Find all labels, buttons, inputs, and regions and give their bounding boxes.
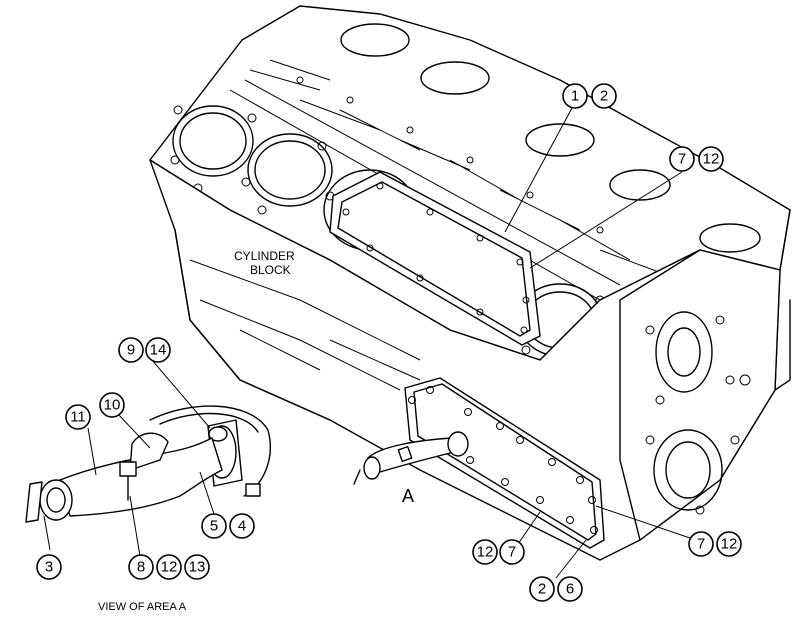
lower-side-cover [404,377,605,549]
callout-7-right: 7 [688,531,714,557]
callout-5-text: 5 [210,518,218,535]
callout-12-top: 12 [698,146,724,172]
callout-12-bottom: 12 [472,539,498,565]
callout-2-top: 2 [591,83,617,109]
callout-2-bottom-text: 2 [538,581,546,598]
callout-14: 14 [145,337,171,363]
callout-7-top: 7 [669,146,695,172]
side-cover-plate [329,171,541,346]
callout-1: 1 [562,83,588,109]
callout-11-text: 11 [70,409,86,426]
callout-7-bottom-text: 7 [508,544,516,561]
callout-12-bottom-text: 12 [477,544,494,561]
callout-12-top-text: 12 [703,151,720,168]
callout-13-text: 13 [189,559,206,576]
callout-12-detail-text: 12 [161,559,178,576]
cylinder-block-label-line1: CYLINDER [234,249,295,263]
callout-4: 4 [229,513,255,539]
area-a-label: A [402,486,414,506]
area-a-detail-view [25,405,272,523]
callout-9-text: 9 [127,342,135,359]
callout-3: 3 [36,554,62,580]
area-a-fitting [353,431,469,485]
callout-2-bottom: 2 [529,576,555,602]
callout-7-bottom: 7 [499,539,525,565]
callout-8: 8 [128,554,154,580]
cylinder-block-label-line2: BLOCK [250,263,291,277]
callout-6-text: 6 [566,581,574,598]
callout-3-text: 3 [45,559,53,576]
callout-7-right-text: 7 [697,536,705,553]
callout-8-text: 8 [137,559,145,576]
callout-12-right-text: 12 [721,536,738,553]
callout-14-text: 14 [150,342,167,359]
callout-13: 13 [184,554,210,580]
callout-2-top-text: 2 [600,88,608,105]
view-caption: VIEW OF AREA A [98,601,187,613]
callout-12-right: 12 [716,531,742,557]
leader-lines [43,107,691,579]
callout-11: 11 [65,404,91,430]
callout-6: 6 [557,576,583,602]
callout-9: 9 [118,337,144,363]
callout-10-text: 10 [104,397,121,414]
callout-5: 5 [201,513,227,539]
callout-4-text: 4 [238,518,246,535]
callout-1-text: 1 [571,88,579,105]
callout-12-detail: 12 [156,554,182,580]
block-side [149,159,791,561]
callout-7-top-text: 7 [678,151,686,168]
callout-10: 10 [99,392,125,418]
